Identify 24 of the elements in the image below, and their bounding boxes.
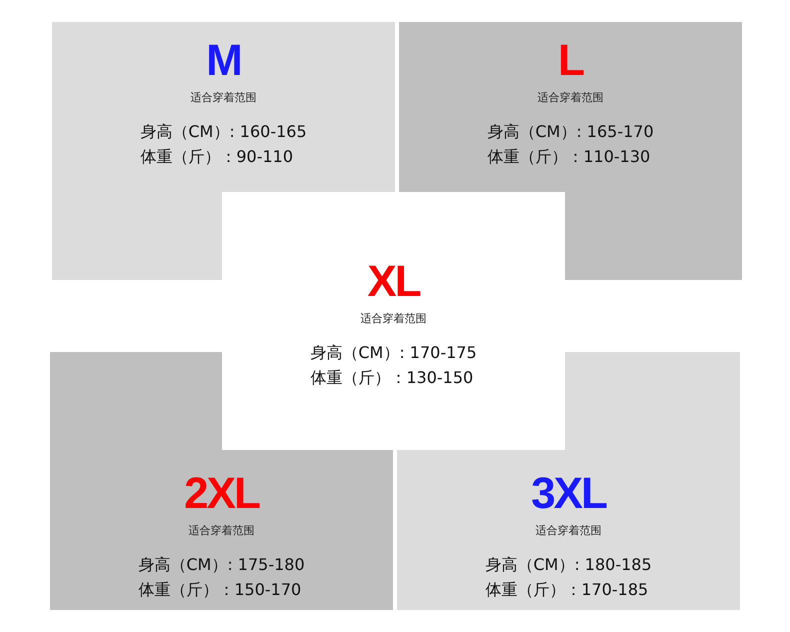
fit-range-caption: 适合穿着范围 <box>190 91 256 105</box>
measurement-text: 体重（斤）：130-150 <box>310 367 474 389</box>
fit-range-caption: 适合穿着范围 <box>536 524 602 538</box>
fit-range-caption: 适合穿着范围 <box>538 91 604 105</box>
size-label: 3XL <box>531 470 606 518</box>
size-label: 2XL <box>184 470 259 518</box>
measurement-text: 身高（CM）: 165-170 <box>487 121 654 143</box>
size-label: M <box>206 37 241 85</box>
size-panel <box>399 22 742 192</box>
measurement-text: 体重（斤）：110-130 <box>487 146 650 168</box>
measurement-text: 体重（斤）：150-170 <box>138 579 302 601</box>
measurement-text: 身高（CM）: 160-165 <box>140 121 307 143</box>
fit-range-caption: 适合穿着范围 <box>360 312 426 326</box>
measurement-text: 身高（CM）: 170-175 <box>310 342 477 364</box>
measurement-text: 体重（斤）：170-185 <box>485 579 648 601</box>
measurement-text: 身高（CM）: 175-180 <box>138 554 305 576</box>
size-panel <box>397 450 740 610</box>
size-panel <box>50 450 393 610</box>
measurement-text: 体重（斤）：90-110 <box>140 146 294 168</box>
size-label: XL <box>367 258 420 306</box>
size-label: L <box>558 37 583 85</box>
size-panel <box>52 22 395 192</box>
measurement-text: 身高（CM）: 180-185 <box>485 554 652 576</box>
fit-range-caption: 适合穿着范围 <box>188 524 254 538</box>
